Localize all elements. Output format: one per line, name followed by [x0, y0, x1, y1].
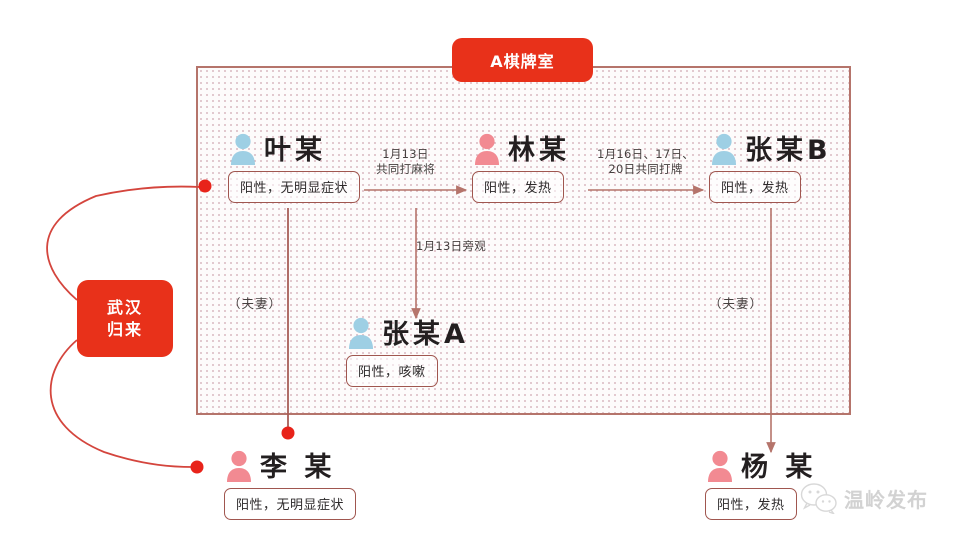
- person-header: 杨 某: [705, 445, 816, 483]
- person-name: 杨 某: [741, 452, 817, 483]
- edge-label-zhangb-to-yang: （夫妻）: [709, 296, 763, 311]
- person-status: 阳性，发热: [472, 171, 564, 203]
- edge-label-line-1: 1月16日、17日、: [597, 147, 695, 161]
- wuhan-line-1: 武汉: [106, 297, 143, 317]
- person-avatar-icon: [224, 449, 254, 483]
- watermark: 温岭发布: [800, 482, 928, 515]
- person-name: 张某A: [382, 319, 469, 350]
- edge-label-line-2: 共同打麻将: [376, 162, 435, 176]
- person-avatar-icon: [228, 132, 258, 166]
- zone-title-badge: A棋牌室: [452, 38, 593, 82]
- person-status: 阳性，无明显症状: [224, 488, 357, 520]
- edge-label-line-1: 1月13日: [382, 147, 429, 161]
- person-header: 李 某: [224, 445, 356, 483]
- wechat-logo-icon: [800, 482, 838, 515]
- person-node-zhang-b: 张某B 阳性，发热: [709, 128, 832, 203]
- person-name: 林某: [508, 135, 570, 166]
- watermark-text: 温岭发布: [844, 487, 928, 512]
- person-avatar-icon: [472, 132, 502, 166]
- person-status: 阳性，咳嗽: [346, 355, 438, 387]
- person-status: 阳性，发热: [709, 171, 801, 203]
- person-node-ye: 叶某 阳性，无明显症状: [228, 128, 361, 203]
- person-avatar-icon: [705, 449, 735, 483]
- person-header: 林某: [472, 128, 570, 166]
- person-header: 张某B: [709, 128, 832, 166]
- person-status: 阳性，无明显症状: [228, 171, 361, 203]
- person-header: 叶某: [228, 128, 360, 166]
- edge-label-line-1: （夫妻）: [228, 296, 283, 311]
- person-name: 叶某: [264, 135, 326, 166]
- chess-room-zone: [196, 66, 851, 415]
- edge-label-line-1: （夫妻）: [709, 296, 764, 311]
- zone-title-text: A棋牌室: [490, 52, 555, 71]
- person-avatar-icon: [709, 132, 739, 166]
- person-header: 张某A: [346, 312, 469, 350]
- edge-wuhan-to-li: [49, 339, 194, 468]
- edge-dot-ye-li: [281, 426, 295, 440]
- person-node-lin: 林某 阳性，发热: [472, 128, 570, 203]
- edge-label-line-1: 1月13日旁观: [416, 239, 487, 253]
- edge-label-ye-to-li: （夫妻）: [228, 296, 282, 311]
- person-node-zhang-a: 张某A 阳性，咳嗽: [346, 312, 469, 387]
- edge-label-ye-to-lin: 1月13日 共同打麻将: [376, 147, 435, 177]
- person-status: 阳性，发热: [705, 488, 797, 520]
- person-node-yang: 杨 某 阳性，发热: [705, 445, 816, 520]
- person-name: 张某B: [745, 135, 832, 166]
- edge-dot-li: [190, 460, 204, 474]
- edge-label-lin-to-zhanga: 1月13日旁观: [416, 239, 486, 254]
- wuhan-origin-badge: 武汉 归来: [77, 280, 173, 357]
- edge-label-line-2: 20日共同打牌: [608, 162, 683, 176]
- person-avatar-icon: [346, 316, 376, 350]
- person-name: 李 某: [260, 452, 336, 483]
- edge-label-lin-to-zhangb: 1月16日、17日、 20日共同打牌: [597, 147, 694, 177]
- person-node-li: 李 某 阳性，无明显症状: [224, 445, 357, 520]
- wuhan-line-2: 归来: [106, 319, 143, 339]
